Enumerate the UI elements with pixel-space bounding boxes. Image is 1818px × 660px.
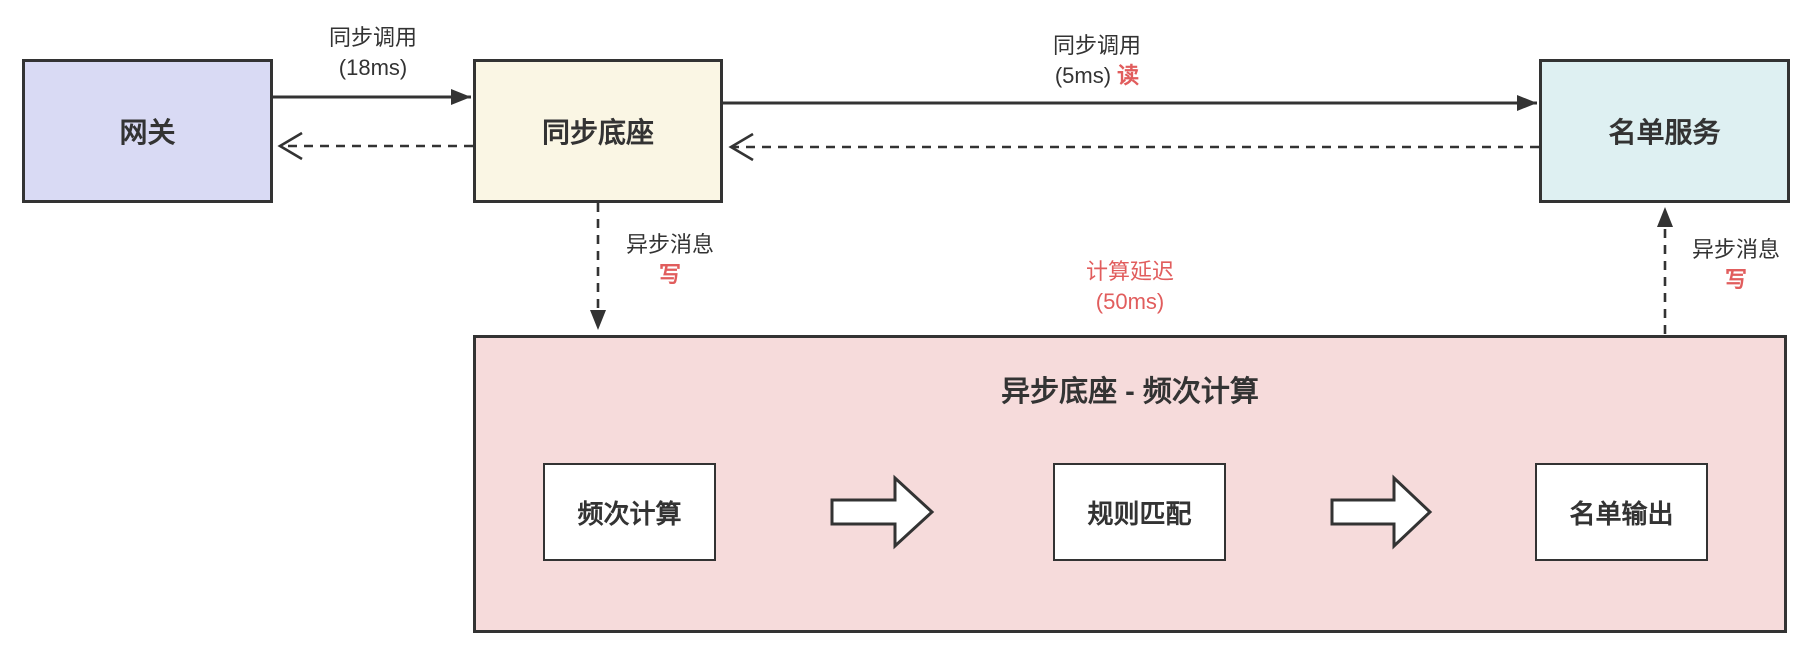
node-gateway-label: 网关 (119, 117, 176, 148)
node-gateway: 网关 (22, 59, 273, 203)
delay-note-line2: (50ms) (1095, 289, 1165, 314)
edge-label-sync-async: 异步消息 写 (626, 230, 714, 290)
node-list-service: 名单服务 (1539, 59, 1790, 203)
edge-label-sync-async-line1: 异步消息 (625, 232, 715, 257)
edge-label-async-list-line1: 异步消息 (1691, 237, 1781, 262)
node-sync-base: 同步底座 (473, 59, 723, 203)
node-list-output-label: 名单输出 (1569, 498, 1674, 529)
write-accent-label-left: 写 (658, 262, 682, 287)
edge-label-sync-list-line2: (5ms) 读 (1054, 63, 1140, 88)
node-list-service-label: 名单服务 (1608, 117, 1721, 148)
node-sync-base-label: 同步底座 (541, 117, 654, 148)
edge-label-sync-list-line1: 同步调用 (1052, 33, 1142, 58)
node-list-output: 名单输出 (1535, 463, 1708, 561)
node-freq-calc: 频次计算 (543, 463, 716, 561)
delay-note-label: 计算延迟 (50ms) (1086, 257, 1174, 317)
edge-label-gateway-sync: 同步调用 (18ms) (329, 23, 417, 83)
node-rule-match-label: 规则匹配 (1087, 498, 1192, 529)
block-arrow-freq-to-rule-icon (830, 474, 935, 550)
edge-label-async-list: 异步消息 写 (1692, 235, 1780, 295)
node-rule-match: 规则匹配 (1053, 463, 1226, 561)
block-arrow-rule-to-output-icon (1330, 474, 1433, 550)
edge-label-sync-list: 同步调用 (5ms) 读 (1053, 31, 1141, 91)
edge-label-gateway-sync-line1: 同步调用 (328, 25, 418, 50)
delay-note-line1: 计算延迟 (1085, 259, 1175, 284)
read-accent-label: 读 (1117, 63, 1140, 88)
edge-label-gateway-sync-line2: (18ms) (338, 55, 408, 80)
async-container-title: 异步底座 - 频次计算 (1001, 376, 1259, 408)
node-freq-calc-label: 频次计算 (577, 498, 682, 529)
write-accent-label-right: 写 (1724, 267, 1748, 292)
